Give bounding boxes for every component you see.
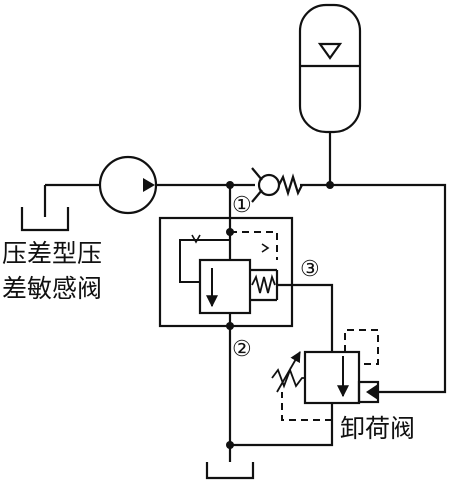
unloading-return-line xyxy=(230,403,334,447)
check-valve-symbol xyxy=(251,167,303,203)
unloading-valve-label: 卸荷阀 xyxy=(340,414,415,443)
sensing-valve-spring xyxy=(251,273,276,294)
main-pressure-line-3 xyxy=(300,183,447,394)
unloading-valve-body xyxy=(303,350,361,405)
marker-3: ③ xyxy=(300,257,320,282)
accumulator-symbol xyxy=(298,3,362,134)
junction-dots xyxy=(226,181,334,449)
bottom-tank xyxy=(205,462,255,480)
signal-line xyxy=(277,283,334,352)
sensing-valve-label-line2: 差敏感阀 xyxy=(2,274,102,303)
sensing-valve-pilot-right xyxy=(230,231,278,260)
left-tank xyxy=(20,207,70,232)
sensing-valve-enclosure xyxy=(158,216,294,328)
sensing-valve-label-line1: 压差型压 xyxy=(2,239,102,268)
marker-2: ② xyxy=(232,337,252,362)
unloading-valve-pilot-port xyxy=(366,384,378,400)
sensing-valve-pilot-left xyxy=(179,239,230,283)
unloading-valve-pilot-right xyxy=(344,329,379,365)
pump-symbol xyxy=(98,155,158,215)
unloading-valve-pilot-left xyxy=(281,392,332,421)
marker-1: ① xyxy=(232,193,252,218)
